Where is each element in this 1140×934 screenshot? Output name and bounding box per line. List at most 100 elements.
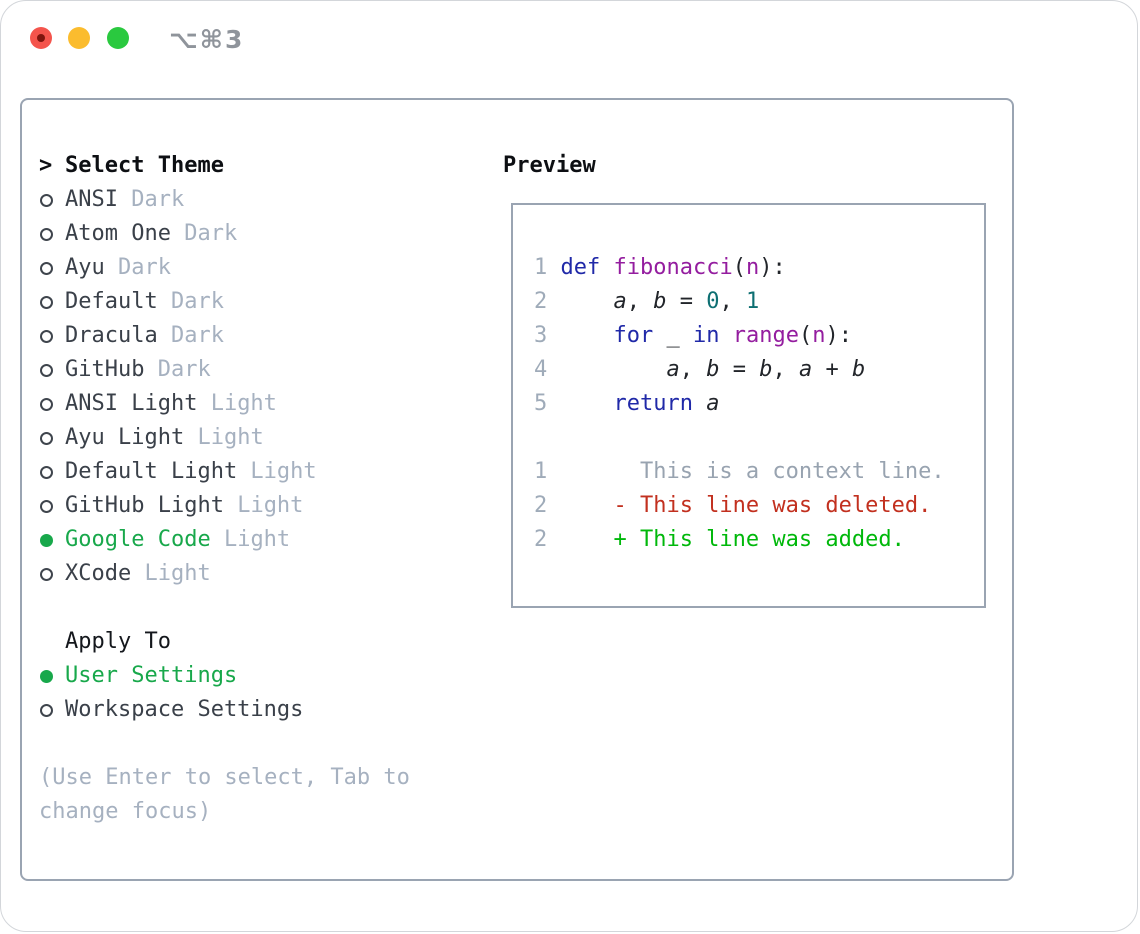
radio-marker	[39, 567, 65, 581]
radio-unselected-icon	[40, 329, 53, 343]
radio-unselected-icon	[40, 295, 53, 309]
theme-variant-label: Light	[131, 561, 211, 586]
code-line: 3 for _ in range(n):	[534, 319, 984, 353]
theme-list-item[interactable]: GitHub Dark	[39, 353, 499, 387]
diff-text: This is a context line.	[560, 459, 945, 484]
code-token	[600, 255, 613, 280]
diff-line-added: 2 + This line was added.	[534, 523, 984, 557]
theme-variant-label: Dark	[104, 255, 171, 280]
line-number: 2	[534, 527, 548, 552]
code-token	[719, 323, 732, 348]
theme-list-item[interactable]: ANSI Light Light	[39, 387, 499, 421]
spacer	[39, 727, 499, 761]
code-token: ,	[679, 357, 707, 382]
theme-list-item[interactable]: XCode Light	[39, 557, 499, 591]
theme-list-item[interactable]: Dracula Dark	[39, 319, 499, 353]
option-label: Default	[65, 289, 158, 314]
option-label: XCode	[65, 561, 132, 586]
select-theme-header: Select Theme	[65, 153, 224, 178]
theme-variant-label: Dark	[170, 221, 238, 246]
theme-list-item[interactable]: Ayu Dark	[39, 251, 499, 285]
apply-to-option[interactable]: User Settings	[39, 659, 499, 693]
code-token: _	[653, 323, 693, 348]
code-token: ):	[825, 323, 852, 348]
line-number: 1	[534, 255, 548, 280]
code-line: 4 a, b = b, a + b	[534, 353, 984, 387]
close-button[interactable]	[30, 27, 52, 49]
theme-variant-label: Light	[197, 391, 277, 416]
code-token: +	[812, 357, 852, 382]
blank-code-line	[534, 217, 984, 251]
minimize-button[interactable]	[68, 27, 90, 49]
line-number: 3	[534, 323, 548, 348]
line-number: 5	[534, 391, 548, 416]
radio-unselected-icon	[40, 703, 53, 717]
code-token: n	[745, 255, 760, 280]
radio-marker	[39, 533, 65, 547]
code-token: 1	[745, 289, 760, 314]
radio-marker	[39, 227, 65, 241]
radio-marker	[39, 295, 65, 309]
radio-marker	[39, 703, 65, 717]
radio-marker	[39, 363, 65, 377]
preview-header: Preview	[503, 153, 596, 178]
option-label: GitHub Light	[65, 493, 224, 518]
code-token: b	[851, 357, 866, 382]
theme-list-item[interactable]: Google Code Light	[39, 523, 499, 557]
radio-unselected-icon	[40, 363, 53, 377]
radio-unselected-icon	[40, 227, 53, 241]
radio-unselected-icon	[40, 567, 53, 581]
code-token: (	[732, 255, 746, 280]
code-token: (	[798, 323, 813, 348]
option-label: User Settings	[65, 663, 238, 688]
zoom-button[interactable]	[107, 27, 129, 49]
theme-list-item[interactable]: Atom One Dark	[39, 217, 499, 251]
theme-variant-label: Dark	[117, 187, 185, 212]
radio-unselected-icon	[40, 465, 53, 479]
option-label: Ayu	[65, 255, 105, 280]
theme-list-item[interactable]: ANSI Dark	[39, 183, 499, 217]
unsaved-changes-dot	[37, 34, 45, 42]
code-token: for	[613, 323, 654, 348]
titlebar: ⌥⌘3	[1, 1, 1137, 75]
theme-list-item[interactable]: Ayu Light Light	[39, 421, 499, 455]
option-label: Dracula	[65, 323, 158, 348]
code-line: 5 return a	[534, 387, 984, 421]
code-token: n	[812, 323, 826, 348]
diff-line-deleted: 2 - This line was deleted.	[534, 489, 984, 523]
code-token	[560, 289, 613, 314]
theme-variant-label: Light	[237, 459, 317, 484]
theme-variant-label: Light	[184, 425, 264, 450]
diff-text: + This line was added.	[560, 527, 905, 552]
radio-marker	[39, 499, 65, 513]
theme-variant-label: Light	[223, 493, 304, 518]
theme-list-item[interactable]: Default Dark	[39, 285, 499, 319]
code-token	[560, 357, 666, 382]
code-line: 2 a, b = 0, 1	[534, 285, 984, 319]
code-token: def	[560, 255, 601, 280]
radio-unselected-icon	[40, 193, 53, 207]
radio-unselected-icon	[40, 397, 53, 411]
code-token	[560, 323, 613, 348]
radio-unselected-icon	[40, 499, 53, 513]
option-label: Atom One	[65, 221, 171, 246]
theme-list-item[interactable]: Default Light Light	[39, 455, 499, 489]
code-token: ):	[759, 255, 786, 280]
theme-list-item[interactable]: GitHub Light Light	[39, 489, 499, 523]
radio-marker	[39, 431, 65, 445]
code-token: range	[732, 323, 799, 348]
apply-to-option[interactable]: Workspace Settings	[39, 693, 499, 727]
apply-to-header: Apply To	[65, 629, 171, 654]
theme-variant-label: Dark	[144, 357, 211, 382]
code-token: b	[706, 357, 720, 382]
radio-marker	[39, 193, 65, 207]
select-theme-header-row: > Select Theme	[39, 149, 499, 183]
line-number: 2	[534, 289, 548, 314]
window-title: ⌥⌘3	[169, 25, 245, 54]
option-label: ANSI Light	[65, 391, 198, 416]
